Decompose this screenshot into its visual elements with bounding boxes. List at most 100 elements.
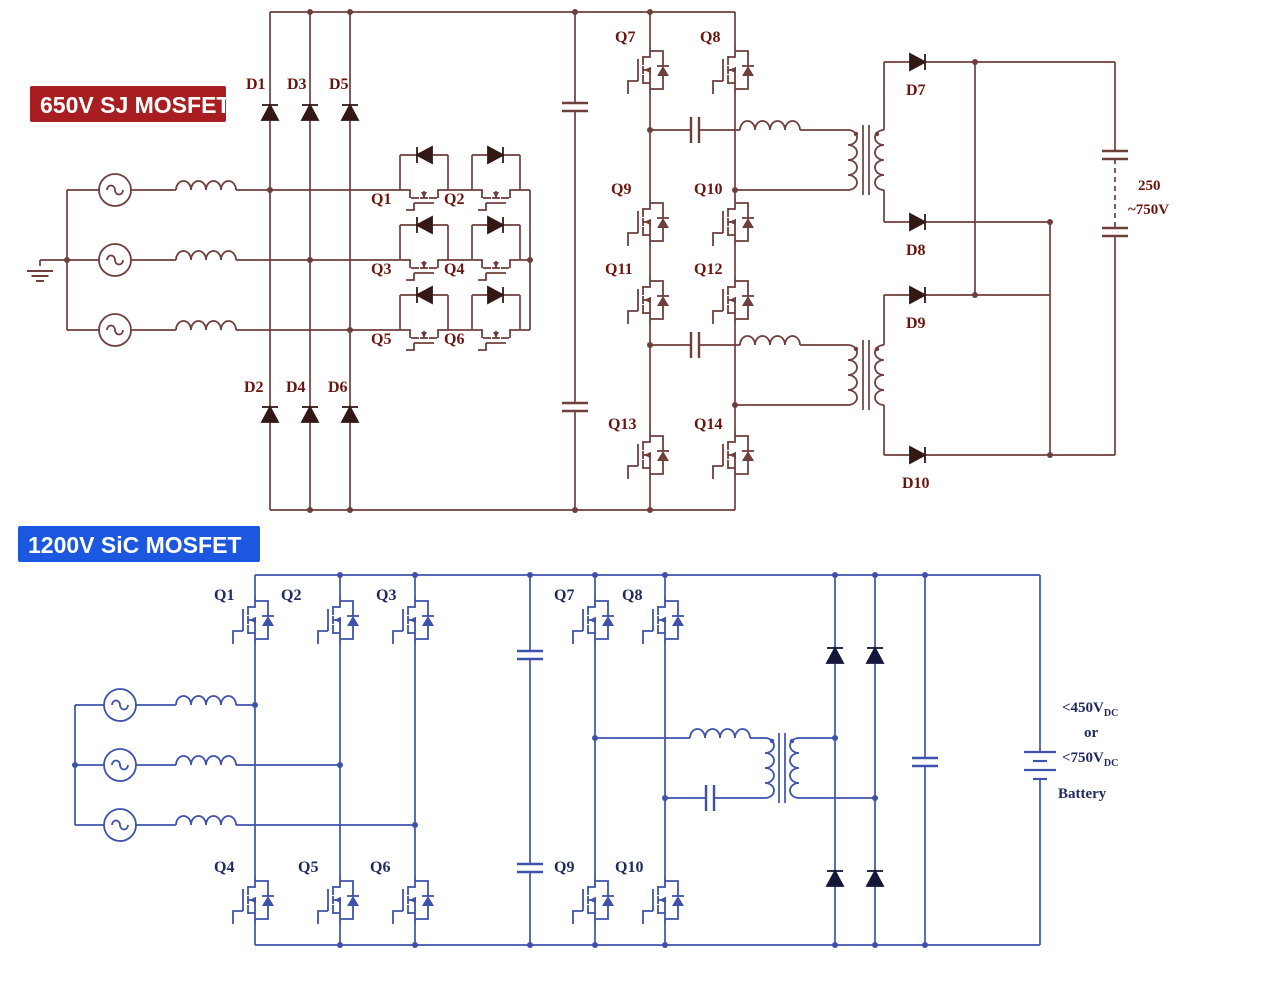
label-d7: D7	[906, 82, 926, 99]
label-output-voltage-1: 250	[1138, 178, 1161, 194]
mosfet-bottom-q3	[392, 595, 435, 645]
bottom-ac-source-b	[103, 748, 137, 782]
bottom-ac-source-c	[103, 808, 137, 842]
top-labels: D1 D3 D5 D2 D4 D6 Q1 Q2 Q3 Q4 Q5 Q6 Q7 Q…	[244, 29, 1169, 492]
top-circuit-650v: D1 D3 D5 D2 D4 D6 Q1 Q2 Q3 Q4 Q5 Q6 Q7 Q…	[26, 9, 1169, 513]
mosfet-bottom-q2	[317, 595, 360, 645]
matrix-diode-4	[487, 216, 504, 234]
rect-diode-2	[866, 647, 884, 664]
transformer-1-primary	[847, 129, 858, 191]
mosfet-top-q14	[712, 430, 755, 480]
label-d2: D2	[244, 379, 264, 396]
bottom-resonant-inductor	[689, 728, 751, 739]
mosfet-top-q5	[399, 329, 449, 351]
matrix-diode-2	[487, 146, 504, 164]
mosfet-bottom-q5	[317, 875, 360, 925]
bottom-dclink-cap-2	[515, 862, 545, 874]
label-top-q13: Q13	[608, 416, 636, 433]
mosfet-top-q2	[471, 189, 521, 211]
label-bottom-q6: Q6	[370, 859, 390, 876]
mosfet-top-q10	[712, 197, 755, 247]
mosfet-bottom-q9	[572, 875, 615, 925]
top-resonant-cap-1	[689, 115, 701, 145]
bottom-junction-dots	[72, 572, 928, 948]
label-d9: D9	[906, 315, 926, 332]
label-top-q6: Q6	[444, 331, 464, 348]
label-d8: D8	[906, 242, 926, 259]
bottom-transformer-primary	[764, 737, 775, 799]
label-output-option-1: <450VDC	[1062, 700, 1118, 719]
mosfet-top-q9	[627, 197, 670, 247]
label-d3: D3	[287, 76, 307, 93]
mosfet-top-q8	[712, 45, 755, 95]
ground-symbol	[26, 270, 54, 282]
label-bottom-q2: Q2	[281, 587, 301, 604]
label-bottom-q3: Q3	[376, 587, 396, 604]
mosfet-top-q1	[399, 189, 449, 211]
label-bottom-q4: Q4	[214, 859, 234, 876]
top-junction-dots	[64, 9, 1053, 513]
diode-d6	[341, 406, 359, 423]
bottom-badge-label: 1200V SiC MOSFET	[28, 532, 241, 558]
top-line-inductor-a	[175, 180, 237, 191]
top-ac-source-c	[98, 313, 132, 347]
label-bottom-q10: Q10	[615, 859, 643, 876]
matrix-diode-5	[416, 286, 433, 304]
bottom-line-inductor-b	[175, 755, 237, 766]
label-bottom-q8: Q8	[622, 587, 642, 604]
top-wires	[26, 9, 1130, 513]
diode-d10	[909, 446, 926, 464]
bottom-dclink-cap-1	[515, 649, 545, 661]
mosfet-bottom-q1	[232, 595, 275, 645]
label-d5: D5	[329, 76, 349, 93]
label-output-or: or	[1084, 725, 1099, 741]
label-top-q2: Q2	[444, 191, 464, 208]
label-bottom-q9: Q9	[554, 859, 574, 876]
label-top-q4: Q4	[444, 261, 464, 278]
mosfet-top-q6	[471, 329, 521, 351]
diode-d5	[341, 104, 359, 121]
transformer-2-secondary	[874, 344, 885, 406]
rect-diode-4	[866, 870, 884, 887]
matrix-diode-6	[487, 286, 504, 304]
bottom-wire-net	[74, 574, 1041, 946]
bottom-ac-source-a	[103, 688, 137, 722]
diode-d3	[301, 104, 319, 121]
mosfet-top-q12	[712, 275, 755, 325]
mosfet-top-q13	[627, 430, 670, 480]
label-top-q11: Q11	[605, 261, 633, 278]
rect-diode-3	[826, 870, 844, 887]
diode-d8	[909, 213, 926, 231]
label-top-q1: Q1	[371, 191, 391, 208]
label-top-q10: Q10	[694, 181, 722, 198]
mosfet-bottom-q6	[392, 875, 435, 925]
rect-diode-1	[826, 647, 844, 664]
top-line-inductor-b	[175, 250, 237, 261]
top-wire-net	[39, 11, 1116, 511]
label-battery: Battery	[1058, 786, 1107, 802]
label-output-option-2: <750VDC	[1062, 750, 1118, 769]
matrix-diode-3	[416, 216, 433, 234]
top-badge: 650V SJ MOSFET	[30, 86, 230, 122]
diode-d4	[301, 406, 319, 423]
top-output-cap-1	[1100, 149, 1130, 161]
label-top-q12: Q12	[694, 261, 722, 278]
label-d10: D10	[902, 475, 930, 492]
diode-d2	[261, 406, 279, 423]
label-d4: D4	[286, 379, 306, 396]
top-dclink-cap-2	[560, 401, 590, 413]
bottom-badge-bg	[18, 526, 260, 562]
label-output-voltage-2: ~750V	[1128, 202, 1169, 218]
battery-symbol	[1022, 750, 1058, 781]
top-resonant-cap-2	[689, 330, 701, 360]
label-bottom-q7: Q7	[554, 587, 574, 604]
bottom-badge: 1200V SiC MOSFET	[18, 526, 260, 562]
label-d1: D1	[246, 76, 266, 93]
mosfet-top-q7	[627, 45, 670, 95]
bottom-resonant-cap	[704, 783, 716, 813]
top-ac-source-b	[98, 243, 132, 277]
label-top-q8: Q8	[700, 29, 720, 46]
top-output-cap-2	[1100, 226, 1130, 238]
diode-d7	[909, 53, 926, 71]
